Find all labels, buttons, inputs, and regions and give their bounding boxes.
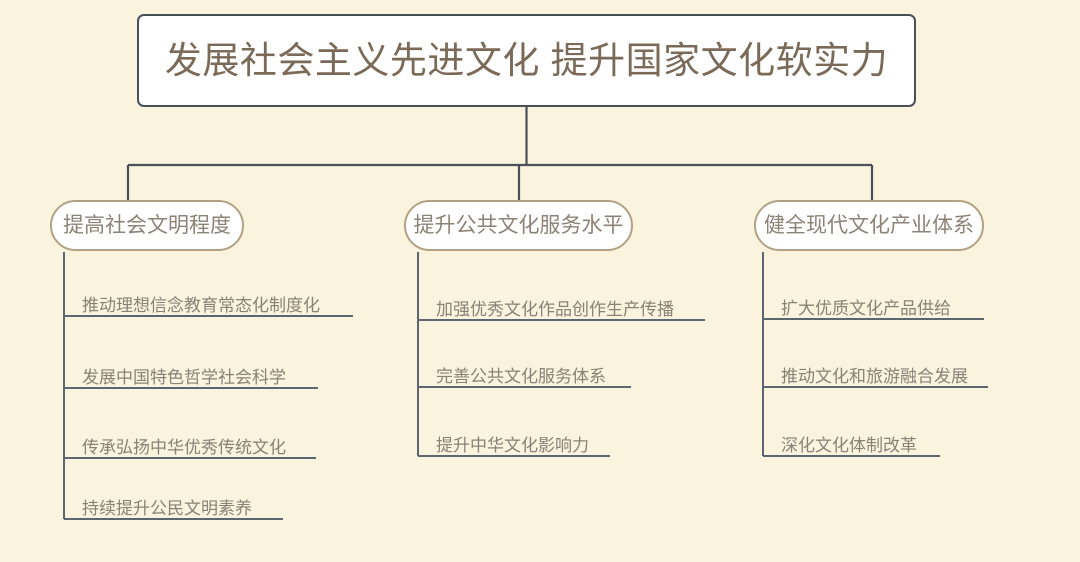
root-title: 发展社会主义先进文化 提升国家文化软实力 xyxy=(164,40,889,81)
branch-node-0[interactable]: 提高社会文明程度 xyxy=(50,200,244,251)
branch-node-1[interactable]: 提升公共文化服务水平 xyxy=(404,200,633,251)
leaf-label-0-2: 传承弘扬中华优秀传统文化 xyxy=(82,438,286,458)
leaf-label-0-1: 发展中国特色哲学社会科学 xyxy=(82,368,286,388)
leaf-label-1-2: 提升中华文化影响力 xyxy=(436,436,589,456)
leaf-item-2-0[interactable]: 扩大优质文化产品供给 xyxy=(763,291,951,319)
leaf-item-1-2[interactable]: 提升中华文化影响力 xyxy=(418,428,589,456)
leaf-label-1-0: 加强优秀文化作品创作生产传播 xyxy=(436,300,674,320)
leaf-label-2-2: 深化文化体制改革 xyxy=(781,436,917,456)
leaf-item-2-1[interactable]: 推动文化和旅游融合发展 xyxy=(763,359,968,387)
leaf-item-2-2[interactable]: 深化文化体制改革 xyxy=(763,428,917,456)
leaf-item-0-3[interactable]: 持续提升公民文明素养 xyxy=(64,491,252,519)
leaf-label-0-0: 推动理想信念教育常态化制度化 xyxy=(82,296,320,316)
root-node[interactable]: 发展社会主义先进文化 提升国家文化软实力 xyxy=(137,14,916,107)
leaf-item-0-1[interactable]: 发展中国特色哲学社会科学 xyxy=(64,360,286,388)
branch-label-1: 提升公共文化服务水平 xyxy=(413,214,624,237)
branch-label-2: 健全现代文化产业体系 xyxy=(764,214,974,237)
leaf-item-0-2[interactable]: 传承弘扬中华优秀传统文化 xyxy=(64,430,286,458)
leaf-label-2-0: 扩大优质文化产品供给 xyxy=(781,299,951,319)
leaf-item-0-0[interactable]: 推动理想信念教育常态化制度化 xyxy=(64,288,320,316)
leaf-item-1-0[interactable]: 加强优秀文化作品创作生产传播 xyxy=(418,292,674,320)
leaf-label-0-3: 持续提升公民文明素养 xyxy=(82,499,252,519)
branch-node-2[interactable]: 健全现代文化产业体系 xyxy=(754,200,984,251)
branch-label-0: 提高社会文明程度 xyxy=(63,214,231,237)
leaf-item-1-1[interactable]: 完善公共文化服务体系 xyxy=(418,359,606,387)
leaf-label-1-1: 完善公共文化服务体系 xyxy=(436,367,606,387)
leaf-label-2-1: 推动文化和旅游融合发展 xyxy=(781,367,968,387)
